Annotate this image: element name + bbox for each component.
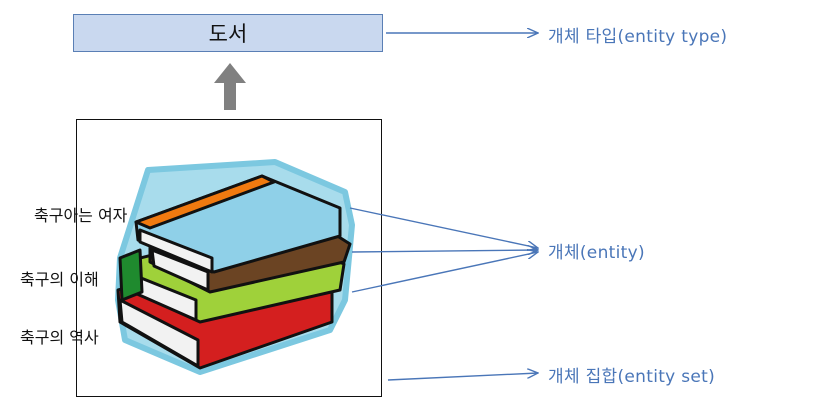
connector-arrows: [349, 33, 538, 381]
entity-type-label: 도서: [208, 22, 248, 46]
up-arrow-icon: [214, 63, 246, 110]
label-entity-set: 개체 집합(entity set): [548, 367, 716, 387]
books-stack-icon: [115, 159, 355, 375]
label-entity-type: 개체 타입(entity type): [548, 27, 728, 47]
book-title-2: 축구의 이해: [20, 270, 99, 289]
arrow-entity-set: [387, 373, 538, 381]
arrow-entity-3: [351, 252, 538, 293]
entity-type-box: 도서: [73, 14, 383, 52]
book-title-1: 축구아는 여자: [34, 206, 128, 225]
book-title-3: 축구의 역사: [20, 328, 99, 347]
label-entity: 개체(entity): [548, 243, 645, 263]
arrow-entity-2: [351, 250, 538, 252]
arrow-entity-1: [349, 207, 538, 248]
